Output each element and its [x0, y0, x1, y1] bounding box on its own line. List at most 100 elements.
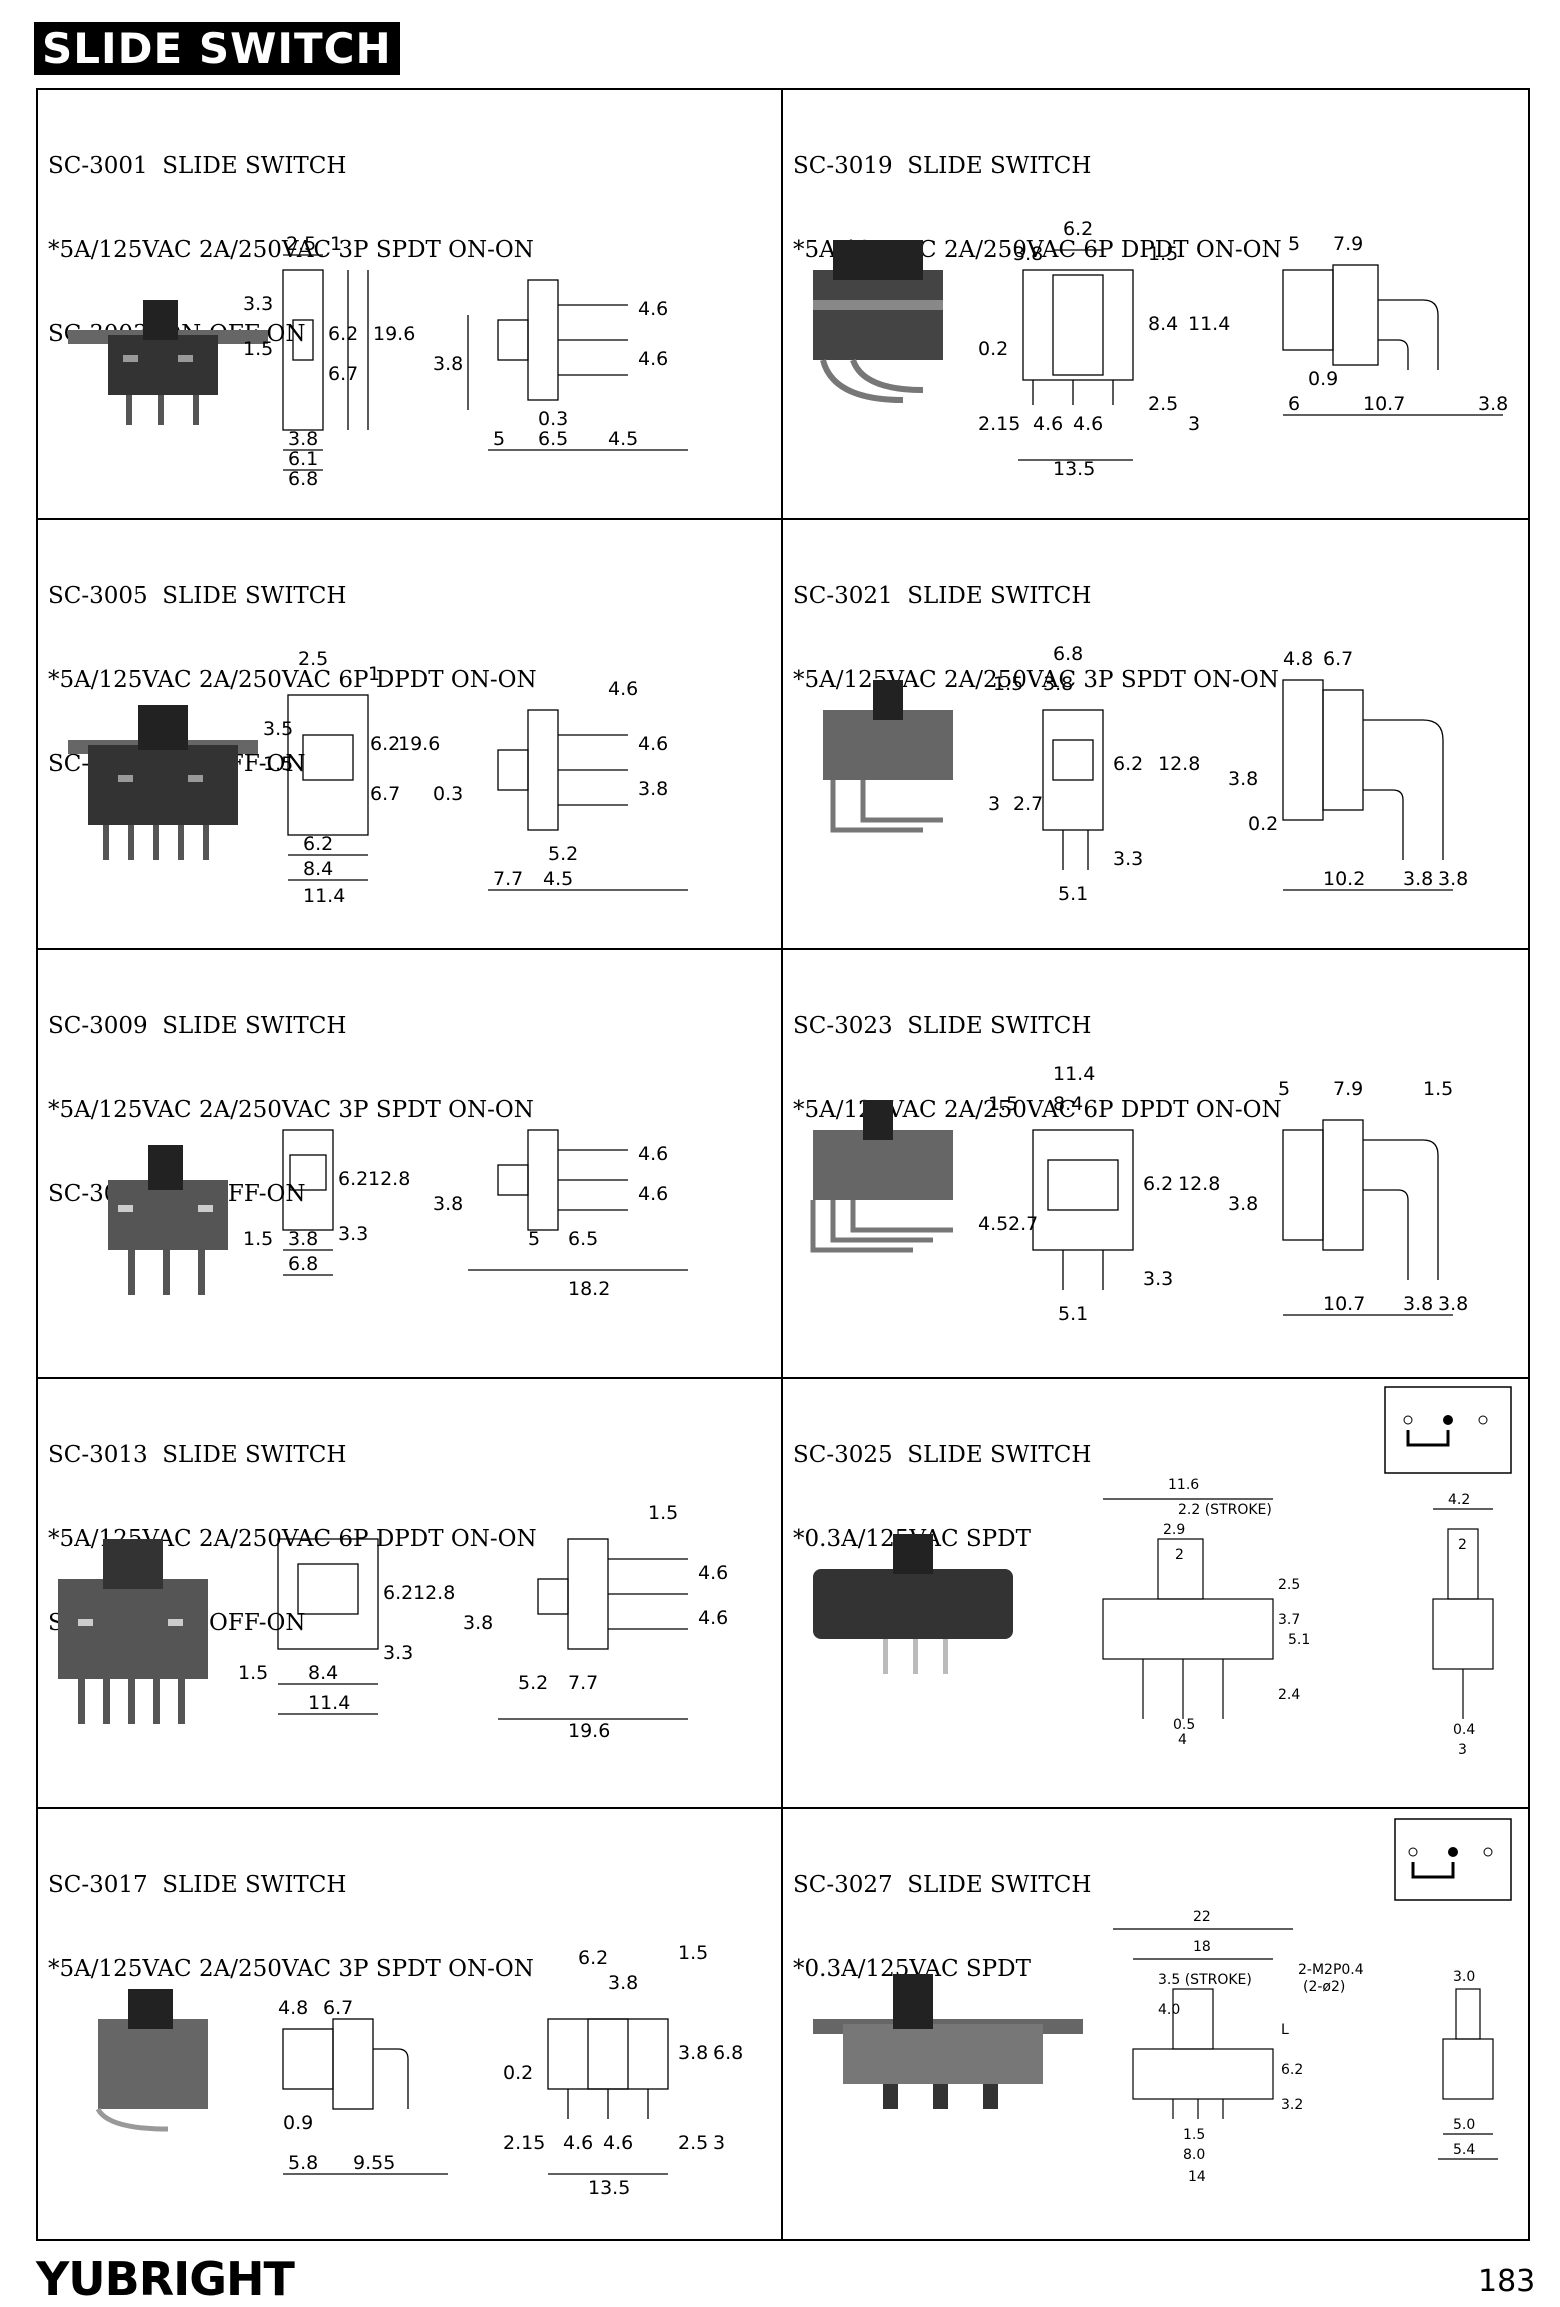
switch-photo [813, 240, 943, 403]
dimension-drawing-side: 5 7.9 1.5 3.8 10.7 3.8 3.8 [1228, 1078, 1468, 1316]
dim-label: 7.9 [1333, 1078, 1363, 1100]
dim-label: 1.5 [648, 1502, 678, 1524]
dimension-drawing-front: 2.5 1 3.3 1.5 6.2 19.6 6.7 3.8 6.1 6.8 [243, 233, 415, 490]
dimension-drawing-front: 6.2 3.8 1.5 3.8 6.8 0.2 2.15 4.6 4.6 2.5… [503, 1942, 743, 2199]
dim-label: 8.4 [303, 858, 333, 880]
product-cell-sc-3001: SC-3001 SLIDE SWITCH *5A/125VAC 2A/250VA… [38, 90, 783, 520]
dimension-drawing-front: 2.5 1 1.5 3.5 6.2 19.6 6.7 6.2 8.4 11.4 [263, 648, 440, 907]
dimension-drawing-front: 6.8 1.5 3.8 6.2 12.8 3 2.7 3.3 5.1 [988, 643, 1200, 905]
dim-label: 4.6 [1073, 413, 1103, 435]
dim-label: 4.6 [1033, 413, 1063, 435]
dim-label: 6.7 [323, 1997, 353, 2019]
switch-photo [823, 679, 953, 833]
dimension-drawing-front: 11.6 2.2 (STROKE) 2.9 2 2.5 3.7 5.1 2.4 … [1102, 1477, 1310, 1748]
header-line: SC-3001 SLIDE SWITCH [48, 153, 347, 179]
switch-photo [95, 1989, 208, 2132]
dim-label: 3.7 [1278, 1612, 1300, 1628]
dim-label: 1.5 [243, 1228, 273, 1250]
dim-label: 12.8 [368, 1168, 410, 1190]
dim-label: 3.8 [463, 1612, 493, 1634]
dimension-drawing-front: 11.4 1.5 8.4 6.2 12.8 4.5 2.7 3.3 5.1 [978, 1063, 1220, 1325]
dim-label: 6.5 [568, 1228, 598, 1250]
dim-label: 5.0 [1453, 2117, 1475, 2133]
product-cell-sc-3013: SC-3013 SLIDE SWITCH *5A/125VAC 2A/250VA… [38, 1379, 783, 1810]
dimension-drawing-side: 4.6 4.6 3.8 0.3 5.2 7.7 4.5 [433, 678, 688, 891]
dim-label: 4.5 [608, 428, 638, 450]
dim-label: 6.5 [538, 428, 568, 450]
dim-label: 4.0 [1158, 2002, 1180, 2018]
dim-label: 11.6 [1168, 1477, 1199, 1493]
dim-label: 3.8 [1478, 393, 1508, 415]
dim-label: 3.3 [1113, 848, 1143, 870]
dim-label: 8.4 [308, 1662, 338, 1684]
dimension-drawing-side: 4.2 2 0.4 3 [1432, 1492, 1494, 1758]
dim-label: 6.7 [1323, 648, 1353, 670]
dim-label: 3.8 [1228, 1193, 1258, 1215]
dim-label: 8.0 [1183, 2147, 1205, 2163]
dim-label: 2.5 [298, 648, 328, 670]
header-line: SC-3019 SLIDE SWITCH [793, 153, 1092, 179]
dim-label: 6.2 [1063, 218, 1093, 240]
dim-label: 4.6 [638, 733, 668, 755]
dimension-drawing-front: 6.2 12.8 3.3 1.5 3.8 6.8 [243, 1128, 410, 1276]
dim-label: 3.5 (STROKE) [1158, 1972, 1252, 1988]
product-cell-sc-3005: SC-3005 SLIDE SWITCH *5A/125VAC 2A/250VA… [38, 519, 783, 950]
dim-label: 12.8 [413, 1582, 455, 1604]
dim-label: 8.4 [1053, 1093, 1083, 1115]
dim-label: 2.15 [503, 2132, 545, 2154]
circuit-symbol [1384, 1386, 1512, 1475]
dim-label: 6.8 [288, 468, 318, 490]
dim-label: 2.2 (STROKE) [1178, 1502, 1272, 1518]
header-line: SC-3009 SLIDE SWITCH [48, 1012, 347, 1039]
header-line: *5A/125VAC 2A/250VAC 3P SPDT ON-ON [48, 1956, 534, 1983]
header-line: SC-3027 SLIDE SWITCH [793, 1872, 1092, 1899]
dimension-drawing-front: 6.2 12.8 3.3 1.5 8.4 11.4 [238, 1538, 455, 1716]
switch-photo [68, 704, 258, 860]
product-header: SC-3025 SLIDE SWITCH *0.3A/125VAC SPDT [793, 1385, 1091, 1609]
dim-label: 5 [493, 428, 505, 450]
product-header: SC-3017 SLIDE SWITCH *5A/125VAC 2A/250VA… [48, 1815, 534, 2039]
dim-label: 4.8 [1283, 648, 1313, 670]
dim-label: 6.2 [383, 1582, 413, 1604]
header-line: SC-3021 SLIDE SWITCH [793, 582, 1092, 609]
dim-label: 4.6 [608, 678, 638, 700]
dim-label: 11.4 [308, 1692, 350, 1714]
dim-label: 4.6 [638, 298, 668, 320]
product-grid: SC-3001 SLIDE SWITCH *5A/125VAC 2A/250VA… [36, 88, 1530, 2241]
dim-label: 3.3 [383, 1642, 413, 1664]
switch-photo [813, 1974, 1083, 2110]
dim-label: 5.4 [1453, 2142, 1475, 2158]
switch-photo [68, 300, 268, 425]
dim-label: 4.6 [563, 2132, 593, 2154]
dim-label: 5.1 [1288, 1632, 1310, 1648]
dim-label: 2.5 [678, 2132, 708, 2154]
dim-label: 5 [1278, 1078, 1290, 1100]
dim-label: 7.9 [1333, 233, 1363, 255]
dim-label: 2.7 [1008, 1213, 1038, 1235]
header-line: SC-3005 SLIDE SWITCH [48, 582, 347, 609]
dim-label: 2.7 [1013, 793, 1043, 815]
dim-label: 5.2 [548, 843, 578, 865]
dim-label: 2.5 [1148, 393, 1178, 415]
dim-label: 4.6 [638, 1183, 668, 1205]
product-header: SC-3009 SLIDE SWITCH *5A/125VAC 2A/250VA… [48, 956, 534, 1264]
product-cell-sc-3023: SC-3023 SLIDE SWITCH *5A/125VAC 2A/250VA… [783, 950, 1528, 1380]
dim-label: 0.3 [538, 408, 568, 430]
brand-logo: YUBRIGHT [36, 2252, 295, 2306]
dim-label: 18.2 [568, 1278, 610, 1300]
dim-label: 6.2 [578, 1947, 608, 1969]
dim-label: (2-ø2) [1303, 1979, 1345, 1995]
dim-label: 3.3 [1143, 1268, 1173, 1290]
dim-label: 1.5 [678, 1942, 708, 1964]
dim-label: 5.8 [288, 2152, 318, 2174]
dim-label: 4.6 [698, 1607, 728, 1629]
dim-label: 6.2 [1281, 2062, 1303, 2078]
dim-label: 3.8 [288, 428, 318, 450]
dim-label: 1.5 [238, 1662, 268, 1684]
header-line: SC-3017 SLIDE SWITCH [48, 1872, 347, 1899]
dim-label: 10.7 [1323, 1293, 1365, 1315]
header-line: *5A/125VAC 2A/250VAC 6P DPDT ON-ON [793, 1096, 1282, 1123]
dim-label: 4.2 [1448, 1492, 1470, 1508]
dimension-drawing-side: 4.8 6.7 0.9 5.8 9.55 [278, 1997, 448, 2175]
dim-label: 4 [1178, 1732, 1187, 1748]
